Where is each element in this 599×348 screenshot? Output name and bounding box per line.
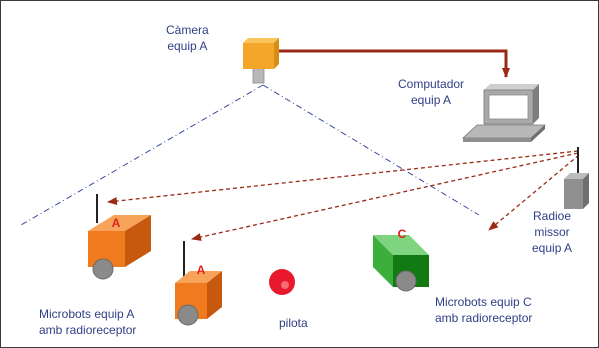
camera-computer-link [279, 49, 510, 78]
camera-label-line-2: equip A [167, 39, 208, 53]
team-c-label-line-2: amb radioreceptor [435, 311, 533, 325]
signal-arrow-robot-a1 [107, 150, 579, 206]
radio-signal-arrows [107, 150, 580, 241]
computer-label-line-1: Computador [398, 77, 465, 91]
computer-label-line-2: equip A [411, 93, 452, 107]
ball-icon [269, 269, 295, 295]
team-c-label-line-1: Microbots equip C [435, 295, 532, 309]
view-line-left [20, 84, 264, 226]
camera-label-line-1: Càmera [166, 23, 209, 37]
team-c-label: Microbots equip C amb radioreceptor [435, 294, 532, 326]
robot-team-a-2 [175, 241, 222, 326]
computer-label: Computador equip A [398, 76, 464, 108]
transmitter-label: Radioe missor equip A [532, 208, 572, 256]
camera-view-lines [20, 84, 480, 226]
robot-team-c [373, 235, 429, 292]
robot-c-letter: C [398, 227, 407, 241]
computer-icon [461, 84, 547, 142]
transmitter-label-line-3: equip A [532, 241, 573, 255]
team-a-label-line-1: Microbots equip A [39, 307, 135, 321]
camera-label: Càmera equip A [166, 22, 209, 54]
transmitter-icon [564, 147, 589, 209]
robot-team-a-1 [88, 194, 151, 280]
camera-icon [243, 38, 279, 84]
ball-label: pilota [279, 316, 308, 330]
signal-arrow-robot-a2 [191, 152, 579, 241]
signal-arrow-team-c [488, 154, 580, 231]
transmitter-label-line-2: missor [534, 225, 570, 239]
transmitter-label-line-1: Radioe [533, 209, 572, 223]
team-a-label-line-2: amb radioreceptor [39, 323, 137, 337]
view-line-right [262, 84, 480, 216]
robot-a1-letter: A [112, 216, 121, 230]
robot-a2-letter: A [197, 263, 206, 277]
team-a-label: Microbots equip A amb radioreceptor [39, 306, 136, 338]
